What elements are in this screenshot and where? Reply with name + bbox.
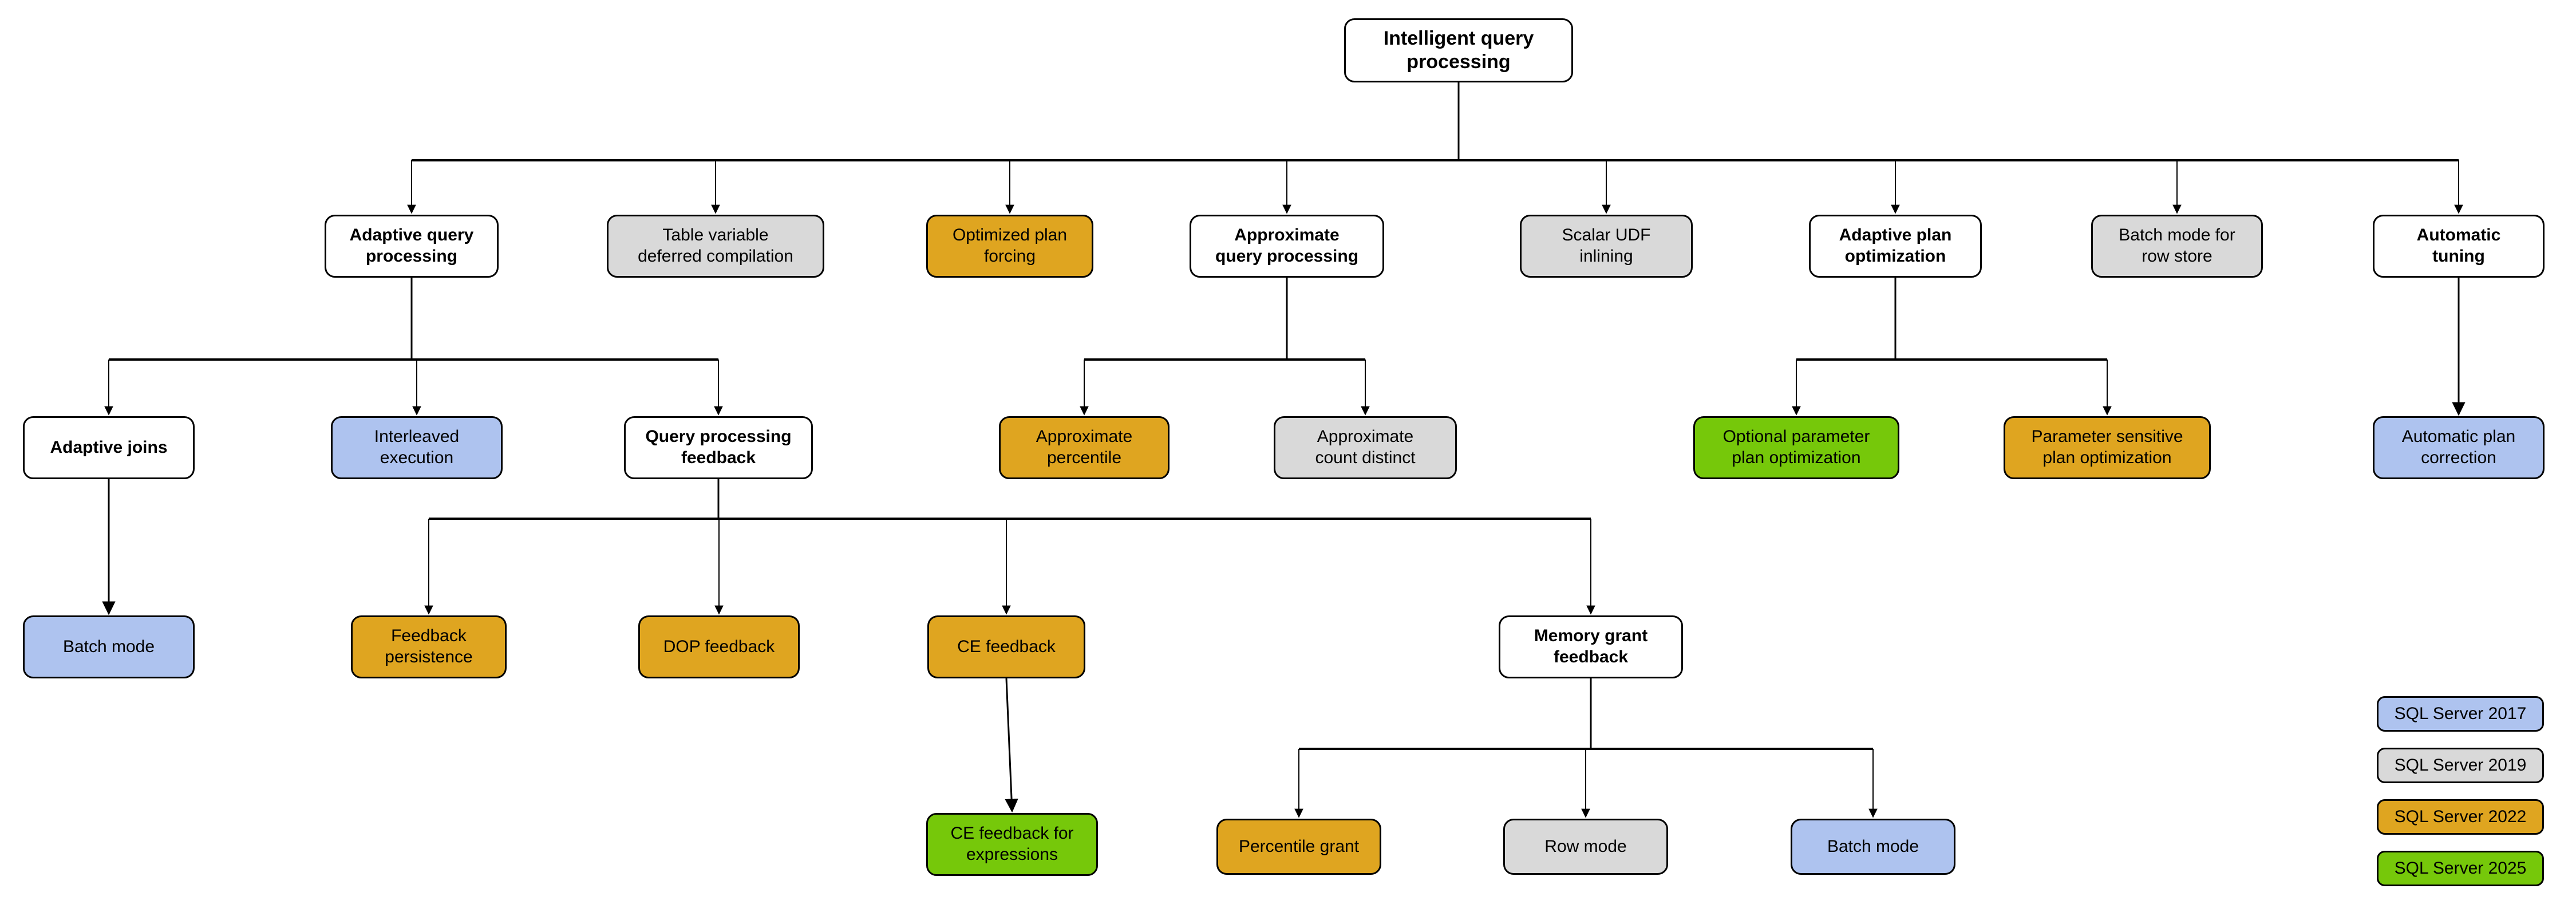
node-cef[interactable]: CE feedback: [927, 615, 1085, 678]
node-fp[interactable]: Feedback persistence: [351, 615, 507, 678]
legend-item-sql-server-2019: SQL Server 2019: [2377, 748, 2544, 783]
node-apo[interactable]: Adaptive plan optimization: [1809, 215, 1982, 278]
node-ie[interactable]: Interleaved execution: [331, 416, 503, 479]
node-aqp[interactable]: Adaptive query processing: [325, 215, 499, 278]
node-ap[interactable]: Approximate percentile: [999, 416, 1170, 479]
node-apc[interactable]: Automatic plan correction: [2373, 416, 2545, 479]
node-pspo[interactable]: Parameter sensitive plan optimization: [2004, 416, 2211, 479]
node-dopf[interactable]: DOP feedback: [638, 615, 800, 678]
node-aj[interactable]: Adaptive joins: [23, 416, 195, 479]
node-iqp[interactable]: Intelligent query processing: [1344, 18, 1573, 82]
node-rm[interactable]: Row mode: [1503, 819, 1668, 875]
node-sudf[interactable]: Scalar UDF inlining: [1520, 215, 1693, 278]
legend-item-sql-server-2022: SQL Server 2022: [2377, 799, 2544, 835]
node-bm1[interactable]: Batch mode: [23, 615, 195, 678]
node-pg[interactable]: Percentile grant: [1216, 819, 1381, 875]
legend-item-sql-server-2017: SQL Server 2017: [2377, 696, 2544, 732]
legend-item-sql-server-2025: SQL Server 2025: [2377, 851, 2544, 886]
node-qpf[interactable]: Query processing feedback: [624, 416, 813, 479]
node-opf[interactable]: Optimized plan forcing: [926, 215, 1093, 278]
node-cefe[interactable]: CE feedback for expressions: [926, 813, 1098, 876]
node-acd[interactable]: Approximate count distinct: [1274, 416, 1457, 479]
node-at[interactable]: Automatic tuning: [2373, 215, 2545, 278]
node-bmrs[interactable]: Batch mode for row store: [2091, 215, 2263, 278]
node-tvdc[interactable]: Table variable deferred compilation: [607, 215, 824, 278]
node-bm2[interactable]: Batch mode: [1791, 819, 1955, 875]
node-apq[interactable]: Approximate query processing: [1190, 215, 1384, 278]
node-mgf[interactable]: Memory grant feedback: [1499, 615, 1683, 678]
node-oppo[interactable]: Optional parameter plan optimization: [1693, 416, 1899, 479]
